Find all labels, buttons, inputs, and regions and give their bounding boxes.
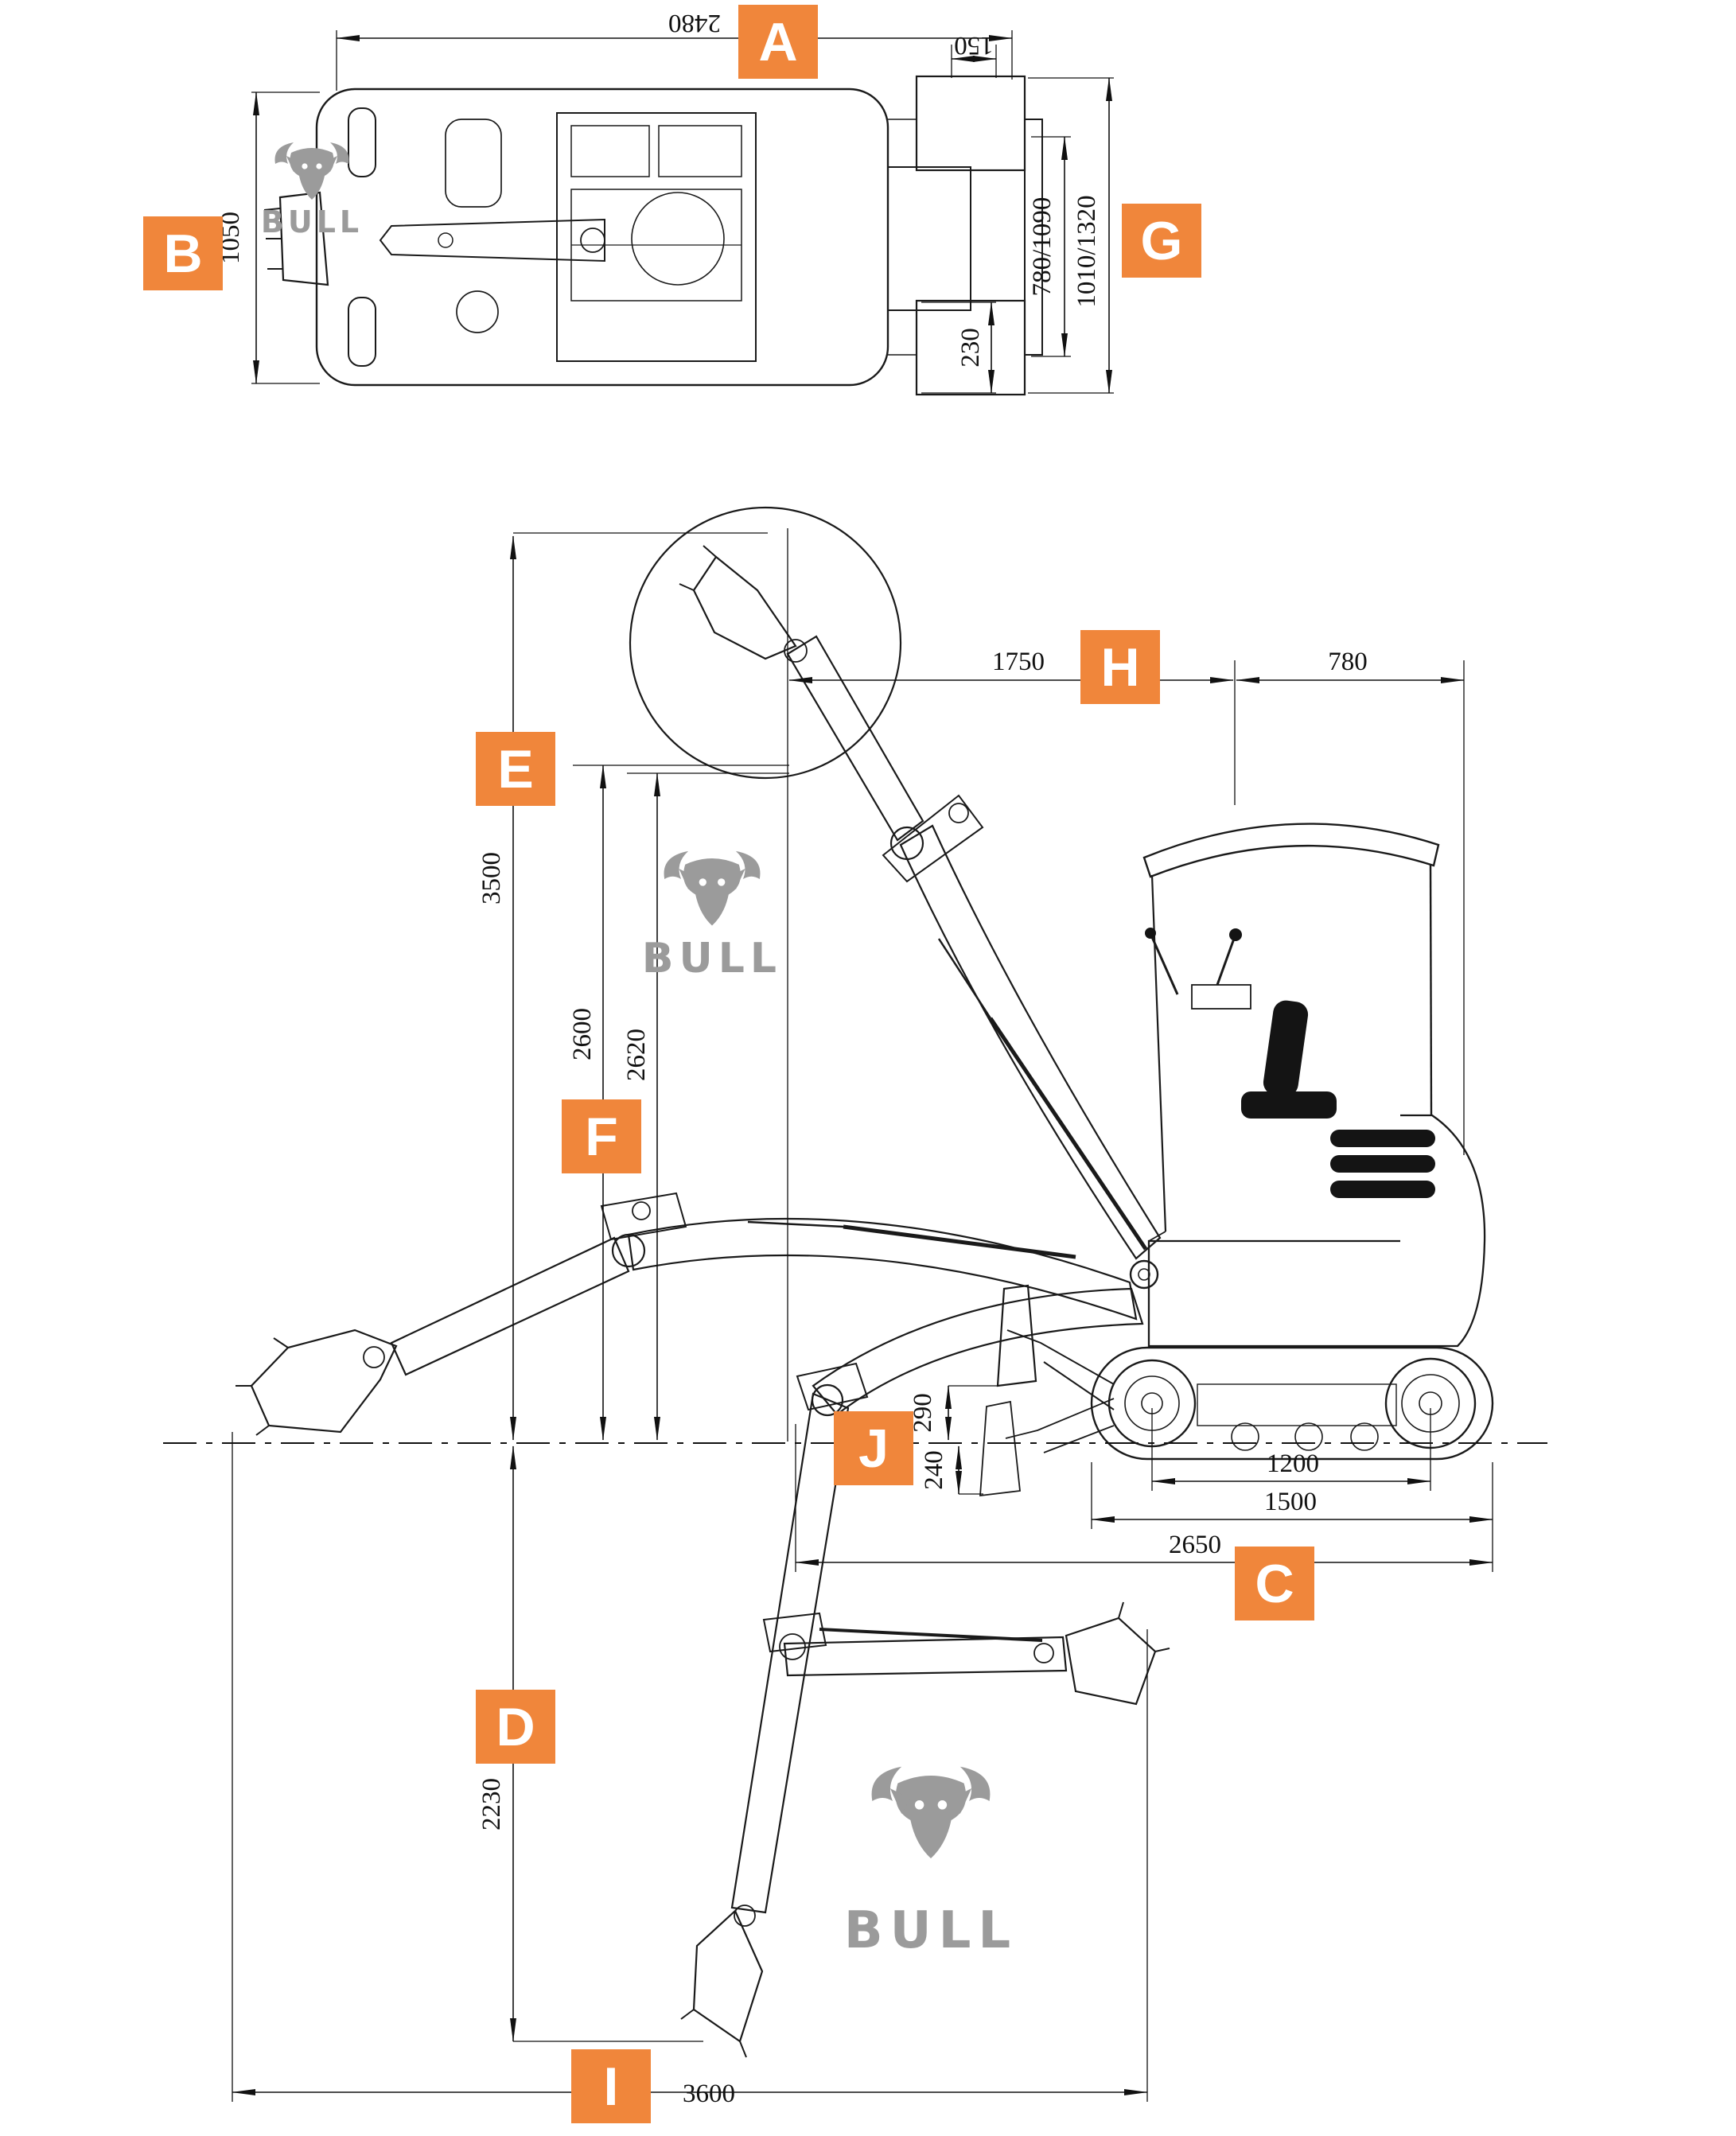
arm-position-reach bbox=[235, 1192, 1138, 1436]
top-view-machine bbox=[263, 75, 1043, 396]
bull-wordmark: BULL bbox=[642, 935, 782, 982]
badge-c: C bbox=[1235, 1547, 1314, 1620]
arm-position-depth bbox=[680, 1287, 1170, 2058]
bull-logo-side-view: BULL bbox=[642, 850, 782, 982]
badge-j: J bbox=[834, 1411, 913, 1485]
dim-text-transport-length: 2650 bbox=[1169, 1531, 1221, 1559]
bull-head-icon bbox=[274, 142, 349, 200]
bull-head-icon bbox=[664, 850, 761, 926]
dim-text-overall-length: 2480 bbox=[668, 9, 721, 37]
dim-text-boom-apex-height: 2620 bbox=[622, 1029, 651, 1081]
top-view-dimensions: 2480 1050 150 780/1090 1010/1320 bbox=[216, 9, 1114, 394]
dim-text-wheelbase: 1200 bbox=[1267, 1449, 1319, 1478]
dim-text-tail-swing-radius: 780 bbox=[1328, 648, 1368, 676]
bull-logo-top-view: BULL bbox=[261, 142, 363, 239]
dim-text-blade-cut: 240 bbox=[920, 1450, 948, 1490]
badge-f: F bbox=[562, 1099, 641, 1173]
dim-text-front-swing-radius: 1750 bbox=[992, 648, 1045, 676]
bull-wordmark: BULL bbox=[844, 1901, 1018, 1960]
dim-boom-apex-height: 2620 bbox=[622, 772, 789, 1441]
dim-front-swing-radius: 1750 780 bbox=[788, 648, 1465, 1155]
dim-max-digging-reach: 3600 bbox=[232, 2080, 1148, 2108]
dim-text-blade-offset: 150 bbox=[954, 31, 994, 60]
dim-track-width: 1010/1320 bbox=[1028, 77, 1114, 394]
badge-a: A bbox=[738, 5, 818, 79]
bull-logo-bottom: BULL bbox=[844, 1766, 1018, 1960]
dim-max-digging-height: 3500 bbox=[477, 535, 516, 1441]
bull-wordmark: BULL bbox=[261, 204, 363, 239]
dim-text-max-dumping-height: 2600 bbox=[568, 1008, 597, 1060]
dim-text-max-digging-reach: 3600 bbox=[683, 2080, 735, 2108]
dim-blade-height: 230 bbox=[921, 302, 996, 394]
badge-e: E bbox=[476, 732, 555, 806]
dim-text-max-digging-height: 3500 bbox=[477, 852, 506, 905]
badge-d: D bbox=[476, 1690, 555, 1764]
arm-position-raised bbox=[629, 506, 1162, 1260]
dim-blade-width: 780/1090 bbox=[1028, 136, 1071, 357]
dim-blade-lift: 290 240 bbox=[909, 1385, 999, 1495]
dim-text-track-length: 1500 bbox=[1264, 1488, 1317, 1516]
dim-text-max-digging-depth: 2230 bbox=[477, 1778, 506, 1831]
side-view-dimensions: 3500 2600 2620 1750 780 290 bbox=[163, 528, 1547, 2108]
badge-h: H bbox=[1080, 630, 1160, 704]
dim-undercarriage: 1200 1500 2650 bbox=[795, 1408, 1493, 1572]
dim-text-blade-width: 780/1090 bbox=[1028, 197, 1057, 297]
badge-g: G bbox=[1122, 204, 1201, 278]
side-view-machine bbox=[979, 823, 1494, 1497]
dim-text-track-width: 1010/1320 bbox=[1072, 195, 1101, 307]
dim-text-blade-lift: 290 bbox=[909, 1393, 937, 1433]
badge-i: I bbox=[571, 2049, 651, 2123]
dim-text-blade-height: 230 bbox=[956, 328, 985, 368]
dim-overall-length: 2480 bbox=[336, 9, 1013, 91]
bull-head-icon bbox=[871, 1766, 991, 1858]
dim-blade-offset: 150 bbox=[951, 31, 997, 78]
badge-b: B bbox=[143, 216, 223, 290]
